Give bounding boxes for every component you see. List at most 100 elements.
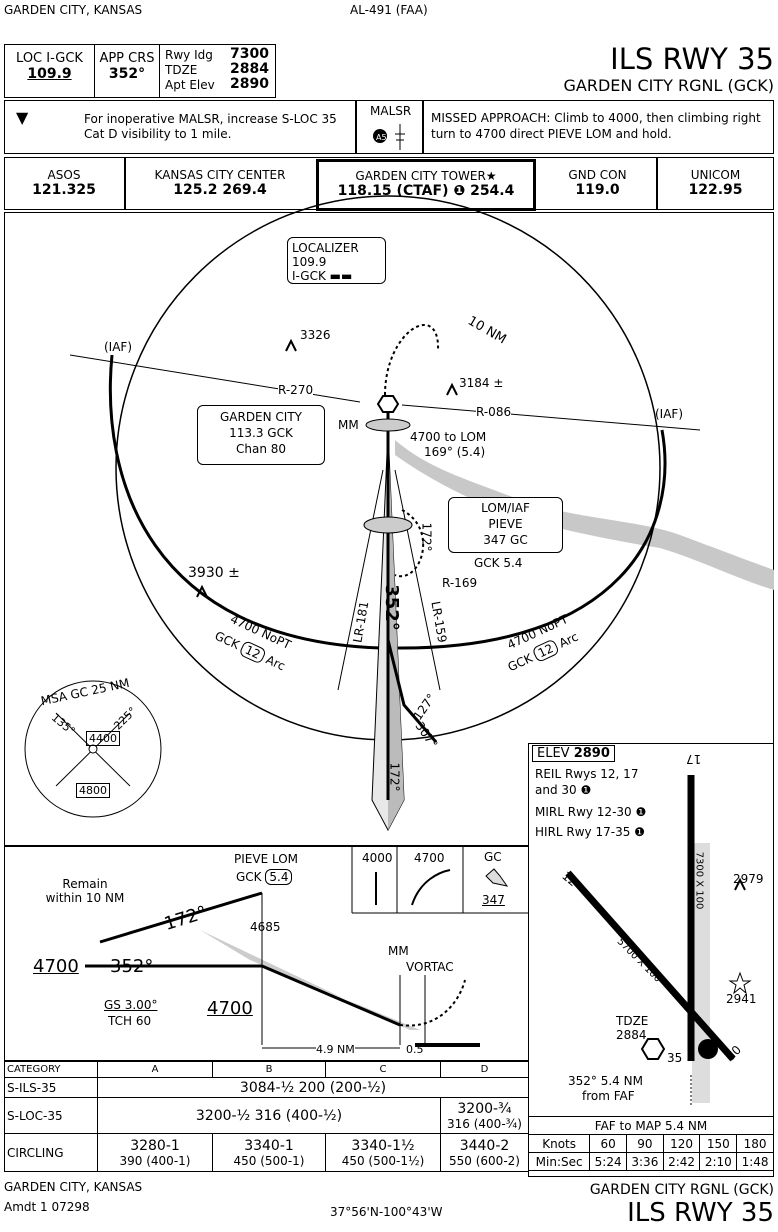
timing-table: FAF to MAP 5.4 NM Knots 60 90 120 150 18… bbox=[527, 1116, 774, 1171]
footer-airport: GARDEN CITY RGNL (GCK) bbox=[589, 1182, 774, 1198]
profile-mm: MM bbox=[388, 944, 409, 958]
iaf-east: (IAF) bbox=[655, 407, 684, 421]
r086-course bbox=[401, 404, 701, 431]
profile-lom-gck: GCK 5.4 bbox=[236, 869, 293, 885]
loc-hat: 316 (400-¾) bbox=[447, 1116, 522, 1131]
lom-box: LOM/IAF PIEVE 347 GC bbox=[448, 497, 563, 553]
rwy-ldg-label: Rwy Idg bbox=[165, 48, 213, 62]
time-cell: 2:10 bbox=[699, 1152, 738, 1171]
divider bbox=[422, 100, 424, 154]
to-lom-label: 4700 to LOM bbox=[410, 430, 487, 444]
category-a: A bbox=[97, 1061, 213, 1078]
knots-cell: 120 bbox=[662, 1134, 701, 1153]
lom-freq: 347 GC bbox=[483, 533, 528, 547]
circling-hat: 450 (500-1½) bbox=[341, 1153, 425, 1168]
tdze-label: TDZE bbox=[616, 1014, 649, 1028]
takeoff-minimums-icon: ▼ bbox=[16, 108, 29, 127]
approach-light-icon bbox=[698, 1039, 718, 1059]
localizer-id: I-GCK ▬▬ bbox=[292, 269, 353, 283]
r086-label: R-086 bbox=[476, 405, 512, 419]
turn-arrow-icon bbox=[411, 869, 451, 906]
time-cell: 3:36 bbox=[625, 1152, 664, 1171]
mm-label: MM bbox=[338, 418, 359, 432]
plan-view bbox=[4, 212, 774, 846]
pieve-hold bbox=[394, 509, 425, 578]
procedure-turn bbox=[386, 639, 438, 743]
remain-text: Remain bbox=[62, 877, 108, 891]
obstacle-2979: 2979 bbox=[733, 872, 764, 886]
app-crs: 352° bbox=[108, 66, 146, 82]
r169-label: R-169 bbox=[442, 576, 478, 590]
obstacle-3184: 3184 ± bbox=[459, 376, 504, 390]
remain-text: within 10 NM bbox=[45, 891, 125, 905]
tdze-label: TDZE bbox=[165, 63, 198, 77]
airport-diagram bbox=[528, 743, 774, 1177]
elev-box: ELEV 2890 bbox=[532, 745, 615, 762]
divider bbox=[656, 157, 658, 210]
footer-title: ILS RWY 35 bbox=[627, 1198, 774, 1228]
profile-lom: PIEVE LOM bbox=[234, 852, 299, 866]
category-header: CATEGORY bbox=[4, 1061, 98, 1078]
comm-freq: 125.2 269.4 bbox=[173, 182, 267, 198]
missed-holding bbox=[384, 324, 440, 396]
malsr-icon: A5 bbox=[373, 124, 405, 150]
loc-label: S-LOC-35 bbox=[4, 1097, 98, 1134]
loc-minimums: 3200-½ 316 (400-½) bbox=[97, 1097, 441, 1134]
apt-elev-label: Apt Elev bbox=[165, 78, 215, 92]
city-top: GARDEN CITY, KANSAS bbox=[4, 3, 143, 17]
ils-label: S-ILS-35 bbox=[4, 1077, 98, 1098]
comm-freq: 121.325 bbox=[32, 182, 96, 198]
missed-turn bbox=[399, 979, 466, 1027]
svg-text:A5: A5 bbox=[376, 133, 387, 142]
r270-label: R-270 bbox=[278, 383, 314, 397]
obstacle-icon bbox=[196, 584, 208, 598]
profile-gs: GS 3.00° bbox=[104, 998, 158, 1012]
river-shading bbox=[395, 440, 774, 590]
app-crs-label: APP CRS bbox=[99, 51, 155, 66]
footer-amdt: Amdt 1 07298 bbox=[4, 1200, 90, 1214]
profile-vortac: VORTAC bbox=[406, 960, 454, 974]
icon-4000: 4000 bbox=[362, 851, 393, 865]
knots-cell: 150 bbox=[699, 1134, 738, 1153]
localizer-box: LOCALIZER 109.9 I-GCK ▬▬ bbox=[287, 237, 386, 284]
vortac-chan: Chan 80 bbox=[235, 442, 287, 456]
lom-marker-icon bbox=[363, 516, 413, 534]
comm-name: KANSAS CITY CENTER bbox=[154, 168, 286, 182]
iaf-west: (IAF) bbox=[104, 340, 133, 354]
icon-4700: 4700 bbox=[414, 851, 445, 865]
minsec-label: Min:Sec bbox=[527, 1152, 591, 1171]
obstacle-2941: 2941 bbox=[726, 992, 757, 1006]
knots-cell: 180 bbox=[736, 1134, 774, 1153]
to-lom-course: 169° (5.4) bbox=[424, 445, 486, 459]
outbound-course bbox=[99, 891, 263, 944]
time-cell: 5:24 bbox=[589, 1152, 627, 1171]
comm-name: UNICOM bbox=[690, 168, 741, 182]
circling-label: CIRCLING bbox=[4, 1133, 98, 1172]
msa-4400: 4400 bbox=[86, 731, 120, 746]
rwy-box: Rwy Idg 7300 TDZE 2884 Apt Elev 2890 bbox=[159, 44, 276, 98]
comm-freq: 119.0 bbox=[575, 182, 620, 198]
msa-4800: 4800 bbox=[76, 783, 110, 798]
comm-ground: GND CON 119.0 bbox=[540, 168, 655, 198]
airport-graphics bbox=[565, 775, 752, 1105]
loc-mda: 3200-¾ bbox=[457, 1100, 512, 1117]
comm-asos: ASOS 121.325 bbox=[4, 168, 124, 198]
category-d: D bbox=[440, 1061, 529, 1078]
comm-freq: 118.15 (CTAF) ❶ 254.4 bbox=[337, 183, 515, 199]
knots-cell: 90 bbox=[625, 1134, 664, 1153]
circling-hat: 450 (500-1) bbox=[233, 1153, 305, 1168]
obstacle-icon bbox=[285, 338, 297, 352]
reil-note2: and 30 ❶ bbox=[535, 783, 592, 797]
faf-note2: from FAF bbox=[582, 1089, 635, 1103]
beacon-icon bbox=[728, 971, 752, 995]
faf-note: 352° 5.4 NM bbox=[568, 1074, 643, 1088]
vortac-icon bbox=[376, 395, 400, 413]
profile-4700-faf: 4700 bbox=[207, 998, 253, 1019]
tdze-value: 2884 bbox=[230, 61, 269, 77]
vortac-box: GARDEN CITY 113.3 GCK Chan 80 bbox=[197, 405, 325, 465]
